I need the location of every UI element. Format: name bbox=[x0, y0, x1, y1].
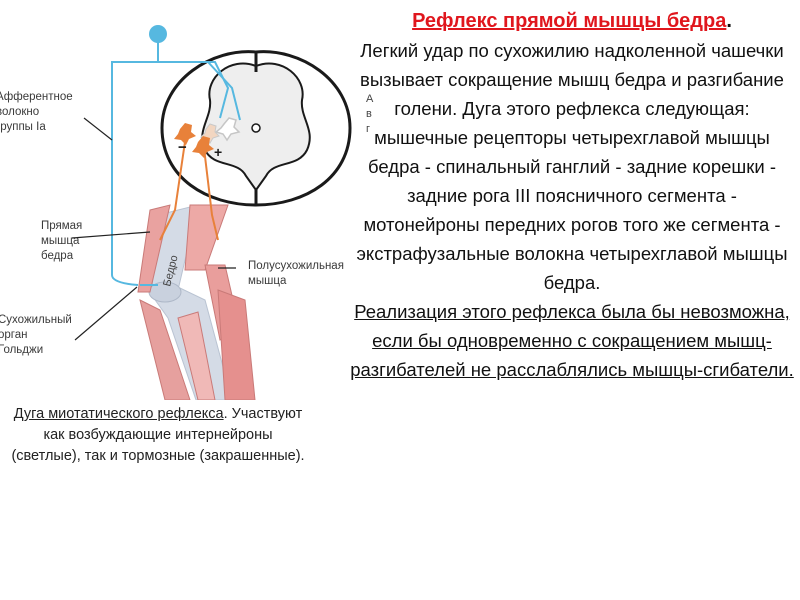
title-text: Рефлекс прямой мышцы бедра bbox=[412, 10, 727, 32]
minus-sign: − bbox=[178, 139, 187, 156]
motor-nerves bbox=[159, 134, 219, 241]
afferent-fiber-label: Афферентное волокно группы Ia bbox=[0, 91, 73, 133]
golgi-organ-label: Сухожильный орган Гольджи bbox=[0, 314, 72, 356]
leg-muscles bbox=[137, 204, 256, 400]
spinal-ganglion-icon bbox=[149, 25, 167, 43]
spinal-cord bbox=[160, 50, 352, 207]
caption-text: . Участвуют как возбуждающие интернейрон… bbox=[11, 406, 305, 464]
main-text: Рефлекс прямой мышцы бедра. Легкий удар … bbox=[350, 6, 794, 384]
diagram-caption: Дуга миотатического рефлекса. Участвуют … bbox=[8, 404, 308, 467]
page-title: Рефлекс прямой мышцы бедра. bbox=[350, 6, 794, 36]
inhibitory-interneuron-icon bbox=[199, 123, 220, 144]
leader-lines bbox=[71, 117, 236, 341]
afferent-nerve bbox=[111, 42, 241, 286]
rectus-femoris-label: Прямая мышца бедра bbox=[41, 220, 83, 262]
motor-neuron-extensor-icon bbox=[192, 136, 214, 158]
reflex-arc-diagram: − + Бедро bbox=[71, 25, 352, 400]
caption-term: Дуга миотатического рефлекса bbox=[13, 406, 224, 422]
title-end: . bbox=[726, 10, 732, 32]
semitendinosus-label: Полусухожильная мышца bbox=[248, 260, 344, 287]
reflex-description: Легкий удар по сухожилию надколенной чаш… bbox=[356, 40, 788, 293]
motor-neuron-flexor-icon bbox=[174, 123, 196, 145]
excitatory-interneuron-icon bbox=[214, 117, 241, 142]
plus-sign: + bbox=[214, 144, 222, 160]
truncated-label: А в г bbox=[366, 93, 374, 135]
reflex-note: Реализация этого рефлекса была бы невозм… bbox=[350, 301, 794, 380]
